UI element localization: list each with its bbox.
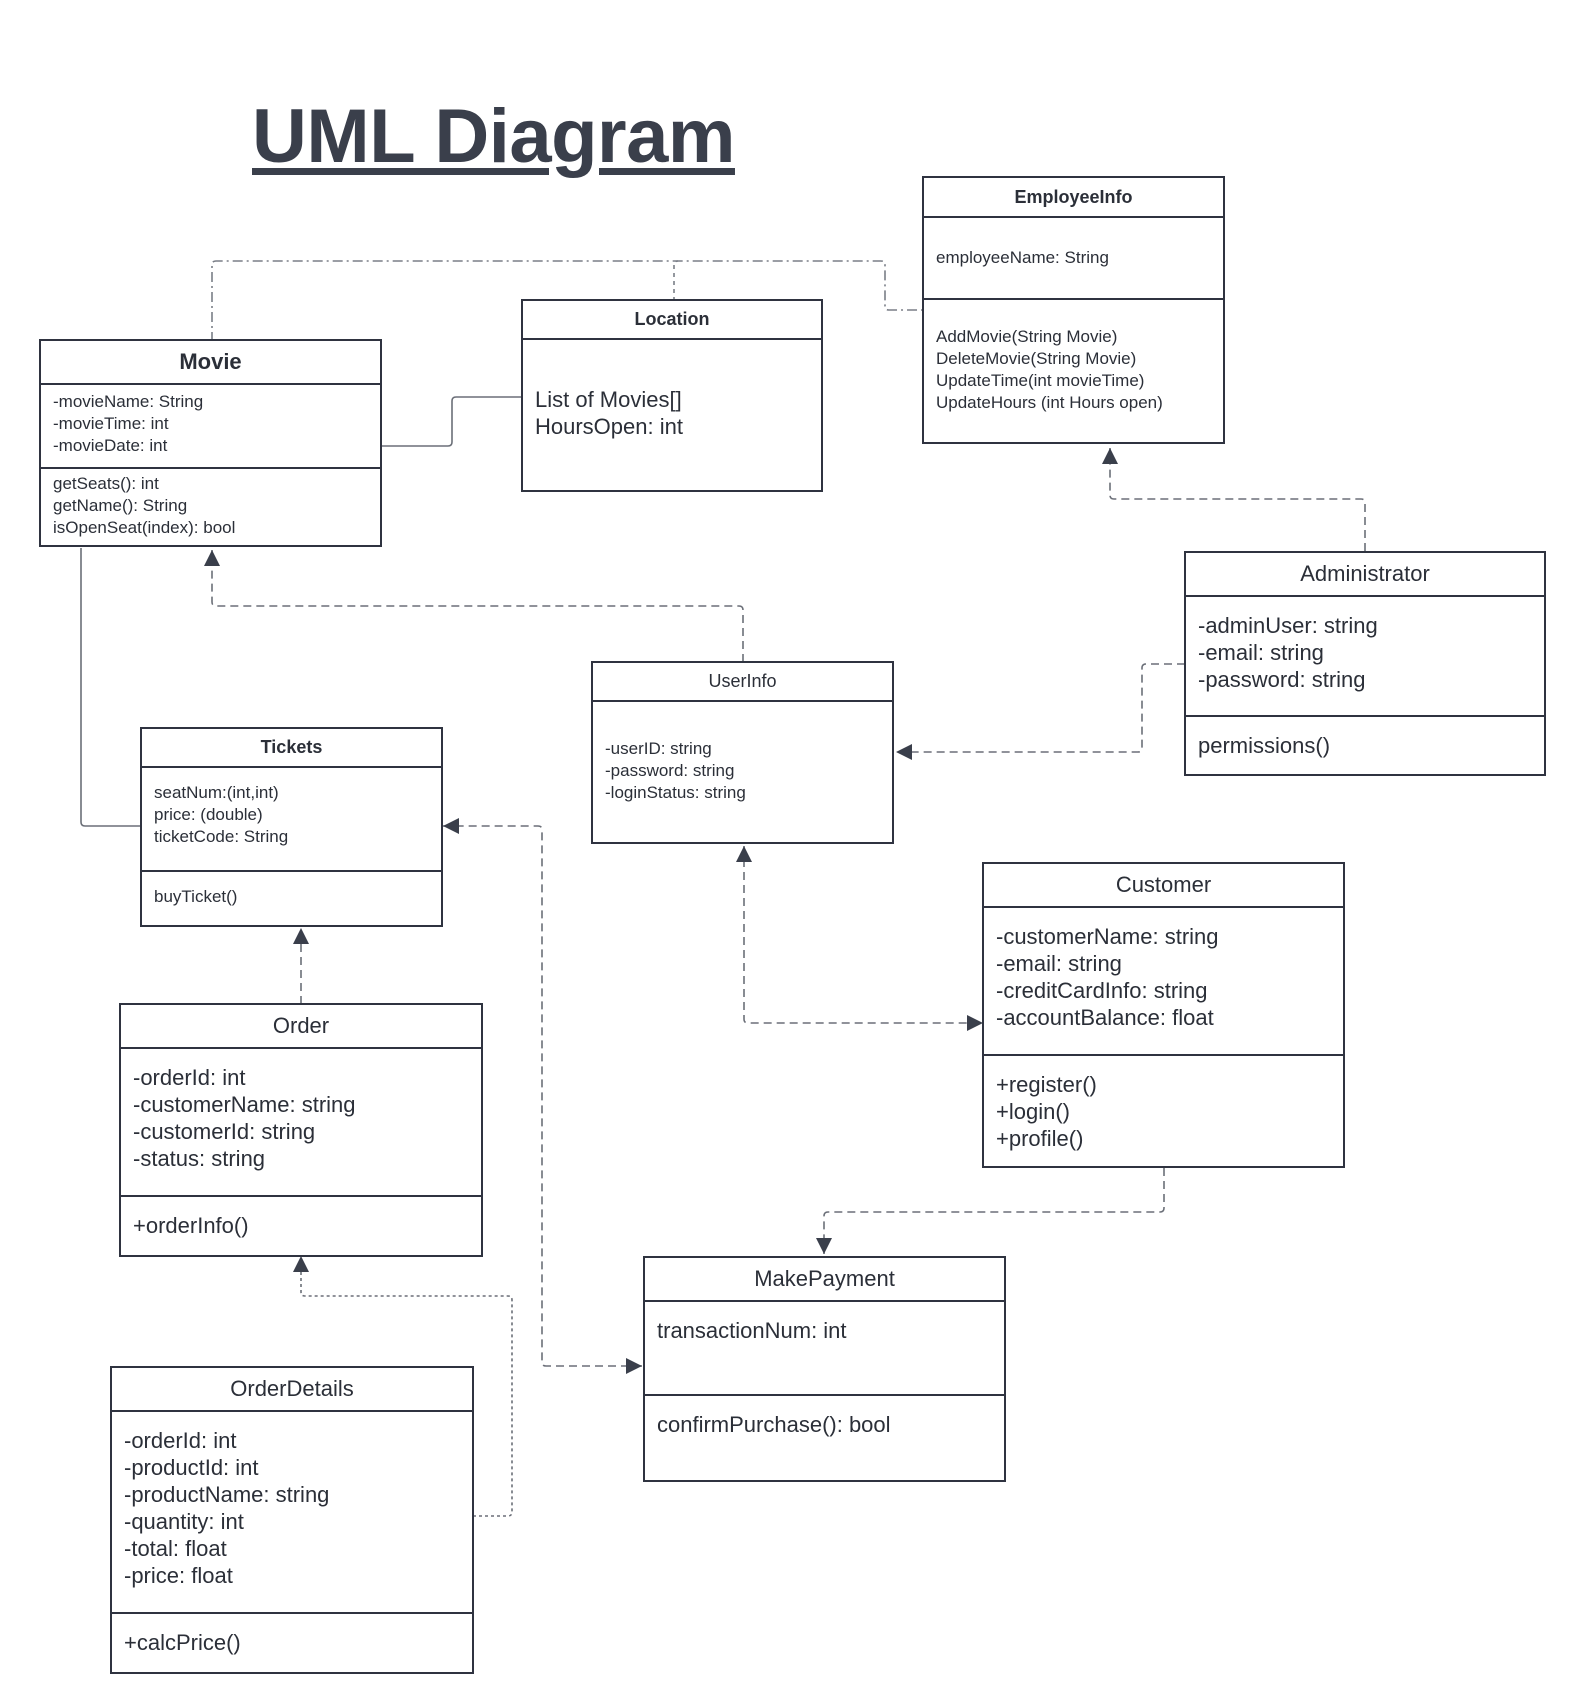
method: +orderInfo() bbox=[133, 1213, 249, 1238]
attribute: -productName: string bbox=[124, 1482, 330, 1507]
connector-location-top bbox=[673, 260, 679, 301]
class-name: OrderDetails bbox=[112, 1368, 472, 1412]
attribute: employeeName: String bbox=[936, 248, 1109, 267]
attribute: -movieTime: int bbox=[53, 414, 169, 433]
method: confirmPurchase(): bool bbox=[657, 1412, 891, 1437]
attribute: ticketCode: String bbox=[154, 827, 289, 846]
method: DeleteMovie(String Movie) bbox=[936, 349, 1137, 368]
connector-orderdetails-order bbox=[293, 1256, 513, 1517]
class-makepayment[interactable]: MakePayment transactionNum: int confirmP… bbox=[643, 1256, 1006, 1482]
diagram-title: UML Diagram bbox=[252, 94, 735, 179]
connector-makepayment-tickets bbox=[443, 818, 642, 1374]
attributes-section: -orderId: int -productId: int -productNa… bbox=[112, 1412, 472, 1612]
class-orderdetails[interactable]: OrderDetails -orderId: int -productId: i… bbox=[110, 1366, 474, 1674]
method: permissions() bbox=[1198, 733, 1331, 758]
method: isOpenSeat(index): bool bbox=[53, 518, 236, 537]
connector-customer-userinfo bbox=[736, 846, 983, 1031]
class-employeeinfo[interactable]: EmployeeInfo employeeName: String AddMov… bbox=[922, 176, 1225, 444]
method: UpdateHours (int Hours open) bbox=[936, 393, 1163, 412]
class-customer[interactable]: Customer -customerName: string -email: s… bbox=[982, 862, 1345, 1168]
class-name: EmployeeInfo bbox=[924, 178, 1223, 218]
methods-section: +calcPrice() bbox=[112, 1612, 472, 1656]
attribute: HoursOpen: int bbox=[535, 414, 683, 439]
class-name: UserInfo bbox=[593, 663, 892, 702]
attribute: -password: string bbox=[605, 761, 735, 780]
method: +profile() bbox=[996, 1126, 1084, 1151]
class-name: Order bbox=[121, 1005, 481, 1049]
class-name: Tickets bbox=[142, 729, 441, 768]
attribute: -status: string bbox=[133, 1146, 266, 1171]
attribute: price: (double) bbox=[154, 805, 263, 824]
attributes-section: -customerName: string -email: string -cr… bbox=[984, 908, 1343, 1054]
connector-administrator-userinfo bbox=[896, 663, 1185, 760]
class-name: Administrator bbox=[1186, 553, 1544, 597]
method: +calcPrice() bbox=[124, 1630, 241, 1655]
attributes-section: -movieName: String -movieTime: int -movi… bbox=[41, 385, 380, 467]
methods-section: getSeats(): int getName(): String isOpen… bbox=[41, 467, 380, 539]
method: UpdateTime(int movieTime) bbox=[936, 371, 1145, 390]
attributes-section: transactionNum: int bbox=[645, 1302, 1004, 1394]
attributes-section: -orderId: int -customerName: string -cus… bbox=[121, 1049, 481, 1195]
attribute: -accountBalance: float bbox=[996, 1005, 1214, 1030]
methods-section: AddMovie(String Movie) DeleteMovie(Strin… bbox=[924, 298, 1223, 414]
attribute: -customerId: string bbox=[133, 1119, 316, 1144]
class-name: MakePayment bbox=[645, 1258, 1004, 1302]
class-name: Location bbox=[523, 301, 821, 340]
method: +login() bbox=[996, 1099, 1070, 1124]
attribute: List of Movies[] bbox=[535, 387, 682, 412]
attribute: -loginStatus: string bbox=[605, 783, 746, 802]
method: +register() bbox=[996, 1072, 1097, 1097]
class-location[interactable]: Location List of Movies[] HoursOpen: int bbox=[521, 299, 823, 492]
attribute: -creditCardInfo: string bbox=[996, 978, 1208, 1003]
class-name: Customer bbox=[984, 864, 1343, 908]
class-movie[interactable]: Movie -movieName: String -movieTime: int… bbox=[39, 339, 382, 547]
attributes-section: List of Movies[] HoursOpen: int bbox=[523, 340, 821, 440]
attribute: -orderId: int bbox=[133, 1065, 246, 1090]
attribute: -customerName: string bbox=[996, 924, 1219, 949]
attribute: -price: float bbox=[124, 1563, 233, 1588]
connector-movie-location bbox=[382, 396, 522, 447]
method: buyTicket() bbox=[154, 887, 238, 906]
methods-section: confirmPurchase(): bool bbox=[645, 1394, 1004, 1438]
attribute: -password: string bbox=[1198, 667, 1366, 692]
connector-userinfo-movie bbox=[204, 550, 744, 662]
connector-administrator-employeeinfo bbox=[1102, 448, 1366, 551]
methods-section: +register() +login() +profile() bbox=[984, 1054, 1343, 1152]
class-name: Movie bbox=[41, 341, 380, 385]
class-administrator[interactable]: Administrator -adminUser: string -email:… bbox=[1184, 551, 1546, 776]
methods-section: +orderInfo() bbox=[121, 1195, 481, 1239]
method: getSeats(): int bbox=[53, 474, 159, 493]
class-tickets[interactable]: Tickets seatNum:(int,int) price: (double… bbox=[140, 727, 443, 927]
connector-customer-makepayment bbox=[816, 1168, 1165, 1254]
method: AddMovie(String Movie) bbox=[936, 327, 1118, 346]
attribute: transactionNum: int bbox=[657, 1318, 847, 1343]
methods-section: permissions() bbox=[1186, 715, 1544, 759]
attributes-section: -adminUser: string -email: string -passw… bbox=[1186, 597, 1544, 715]
attribute: -email: string bbox=[996, 951, 1122, 976]
attribute: -movieName: String bbox=[53, 392, 204, 411]
attributes-section: employeeName: String bbox=[924, 218, 1223, 298]
connector-movie-tickets bbox=[80, 548, 141, 827]
attribute: -email: string bbox=[1198, 640, 1324, 665]
attribute: -productId: int bbox=[124, 1455, 259, 1480]
attribute: -total: float bbox=[124, 1536, 227, 1561]
attribute: -customerName: string bbox=[133, 1092, 356, 1117]
attributes-section: -userID: string -password: string -login… bbox=[593, 702, 892, 804]
attribute: -movieDate: int bbox=[53, 436, 168, 455]
attributes-section: seatNum:(int,int) price: (double) ticket… bbox=[142, 768, 441, 870]
attribute: -quantity: int bbox=[124, 1509, 244, 1534]
attribute: seatNum:(int,int) bbox=[154, 783, 279, 802]
attribute: -userID: string bbox=[605, 739, 712, 758]
methods-section: buyTicket() bbox=[142, 870, 441, 908]
class-userinfo[interactable]: UserInfo -userID: string -password: stri… bbox=[591, 661, 894, 844]
attribute: -adminUser: string bbox=[1198, 613, 1378, 638]
attribute: -orderId: int bbox=[124, 1428, 237, 1453]
method: getName(): String bbox=[53, 496, 188, 515]
class-order[interactable]: Order -orderId: int -customerName: strin… bbox=[119, 1003, 483, 1257]
